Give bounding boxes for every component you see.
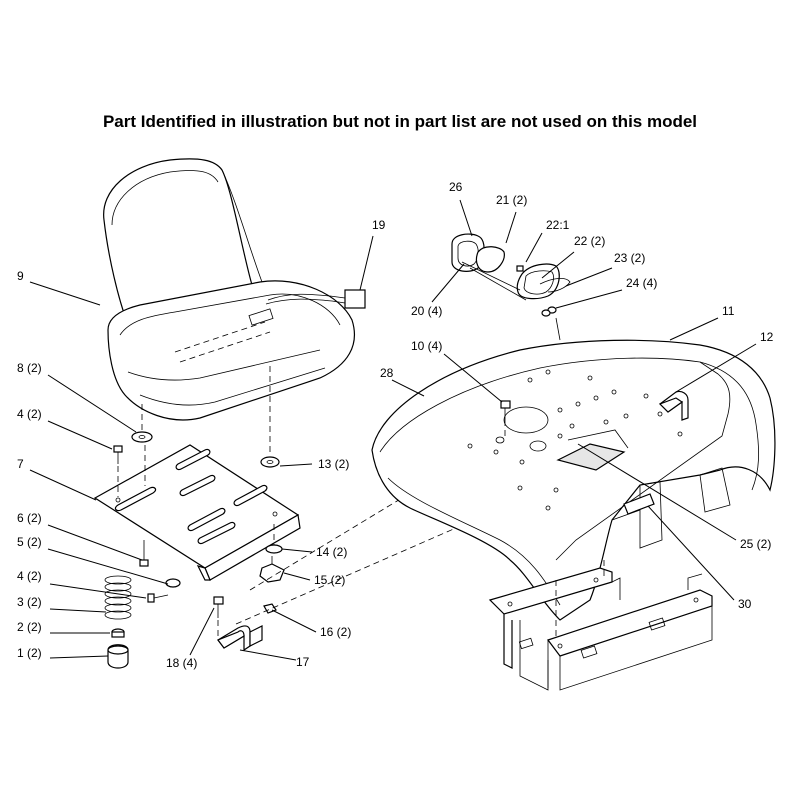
callout-15: 15 (2)	[314, 573, 345, 587]
callout-12: 12	[760, 330, 774, 344]
lens-21	[475, 246, 505, 273]
callout-14: 14 (2)	[316, 545, 347, 559]
callout-23: 23 (2)	[614, 251, 645, 265]
frame	[488, 567, 713, 691]
callout-28: 28	[380, 366, 394, 380]
bolt-6	[139, 540, 149, 567]
callout-1: 1 (2)	[17, 646, 42, 660]
callout-19: 19	[372, 218, 386, 232]
callout-24: 24 (4)	[626, 276, 657, 290]
callout-7: 7	[17, 457, 24, 471]
callout-9: 9	[17, 269, 24, 283]
callout-2: 2 (2)	[17, 620, 42, 634]
wire-23	[539, 278, 571, 293]
nut-24	[541, 306, 557, 317]
diagram-title: Part Identified in illustration but not …	[102, 112, 698, 131]
callout-30: 30	[738, 597, 752, 611]
callout-26: 26	[449, 180, 463, 194]
callout-22a: 22:1	[546, 218, 570, 232]
callout-11: 11	[722, 304, 735, 318]
nut-2	[111, 628, 125, 638]
callout-22b: 22 (2)	[574, 234, 605, 248]
cap-1	[107, 644, 129, 669]
callout-13: 13 (2)	[318, 457, 349, 471]
bolt-4-top	[113, 445, 123, 464]
callout-20: 20 (4)	[411, 304, 442, 318]
knob-15	[259, 556, 285, 583]
callout-25: 25 (2)	[740, 537, 771, 551]
callout-10: 10 (4)	[411, 339, 442, 353]
callout-6: 6 (2)	[17, 511, 42, 525]
bolt-10	[500, 400, 511, 420]
callout-3: 3 (2)	[17, 595, 42, 609]
callout-16: 16 (2)	[320, 625, 351, 639]
callout-4a: 4 (2)	[17, 407, 42, 421]
callout-4b: 4 (2)	[17, 569, 42, 583]
leader-lines	[29, 199, 757, 661]
callout-18: 18 (4)	[166, 656, 197, 670]
seat-pan	[93, 444, 301, 581]
fender-28	[371, 339, 776, 621]
washer-14	[265, 544, 283, 554]
callout-8: 8 (2)	[17, 361, 42, 375]
spring-3	[104, 575, 132, 620]
washer-13	[260, 456, 280, 468]
bracket-17	[217, 625, 263, 652]
callout-21: 21 (2)	[496, 193, 527, 207]
washer-5	[165, 578, 181, 588]
callout-17: 17	[296, 655, 310, 669]
seat	[103, 158, 366, 452]
callout-5: 5 (2)	[17, 535, 42, 549]
callout-labels: 9 8 (2) 4 (2) 7 6 (2) 5 (2) 4 (2) 3 (2) …	[17, 180, 774, 670]
washer-8	[131, 431, 153, 443]
bolt-18	[213, 596, 224, 618]
bolt-4-lower	[147, 593, 169, 603]
